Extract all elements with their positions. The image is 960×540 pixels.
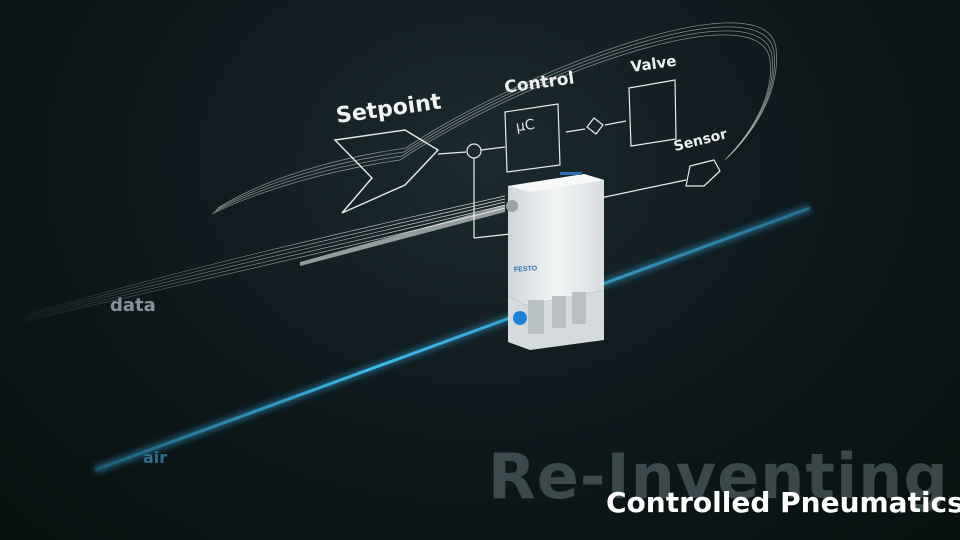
connector-port-blue <box>513 311 527 325</box>
data-stream-label: data <box>110 295 156 316</box>
sensor-box <box>685 159 721 187</box>
air-beam <box>93 204 812 474</box>
microcontroller-label: µC <box>514 116 536 136</box>
control-diagram <box>333 79 721 239</box>
air-stream-label: air <box>143 448 168 467</box>
data-stream-core <box>300 205 505 266</box>
diamond-shape <box>586 117 604 135</box>
valve-box <box>628 79 677 147</box>
data-stream <box>19 195 506 323</box>
controller-device <box>506 172 604 350</box>
setpoint-arrow-shape <box>333 129 440 214</box>
control-box <box>504 103 561 173</box>
subtitle: Controlled Pneumatics <box>606 486 960 519</box>
watermark-title: Re-Inventing Air <box>488 440 960 513</box>
summing-junction <box>466 143 482 159</box>
signal-loop <box>211 22 777 215</box>
